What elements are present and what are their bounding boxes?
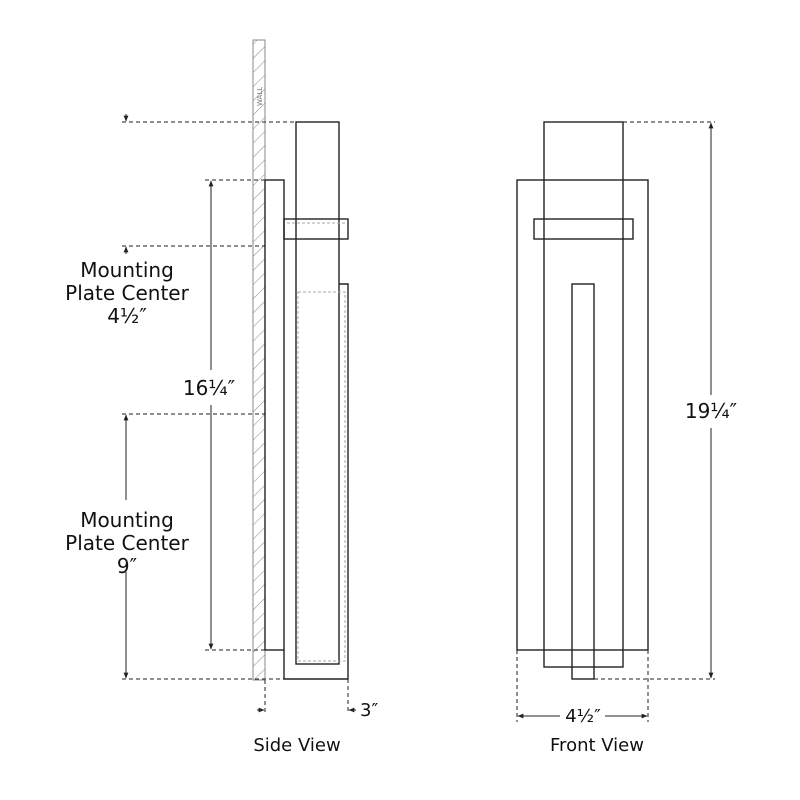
side-fixture-body (295, 121, 340, 665)
side-diffuser (297, 291, 346, 662)
wall-label: WALL (256, 87, 264, 106)
front-fixture-body (543, 121, 624, 668)
height-label-16: 16¼″ (183, 376, 235, 400)
width-label: 4½″ (565, 706, 601, 727)
mounting-lower-line1: Mounting (80, 508, 174, 532)
side-backplate (264, 179, 285, 651)
side-mounting-arm (283, 218, 349, 240)
front-view: 19¼″ 4½″ Front View (516, 121, 737, 756)
height-label-19: 19¼″ (685, 399, 737, 423)
mounting-upper-line1: Mounting (80, 258, 174, 282)
mounting-lower-value: 9″ (117, 554, 137, 578)
mounting-upper-value: 4½″ (107, 304, 147, 328)
front-backplate (516, 179, 649, 651)
mounting-lower-line2: Plate Center (65, 531, 189, 555)
depth-label: 3″ (360, 700, 378, 721)
front-mounting-arm (533, 218, 634, 240)
mounting-upper-line2: Plate Center (65, 281, 189, 305)
side-view-title: Side View (253, 735, 340, 756)
wall: WALL (252, 39, 266, 681)
front-view-title: Front View (550, 735, 644, 756)
side-view: WALL Mounting Plate (65, 39, 378, 756)
front-light-slot (571, 283, 595, 680)
